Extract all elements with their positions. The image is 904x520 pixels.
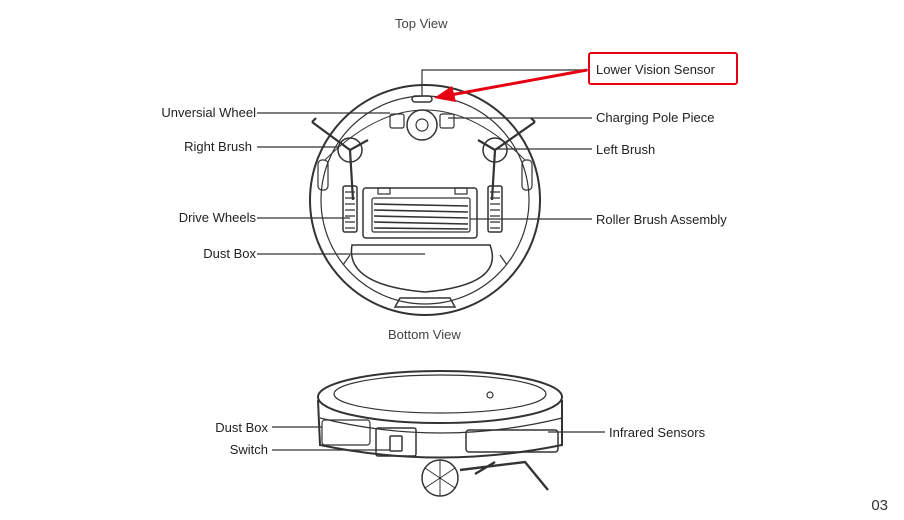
highlight-box xyxy=(588,52,738,85)
robot-body-outline xyxy=(309,84,541,316)
page-number: 03 xyxy=(871,497,888,514)
robot-side-body xyxy=(317,399,563,459)
charging-pole-left xyxy=(389,113,405,129)
infrared-sensor-window xyxy=(465,429,559,453)
label-roller-brush-assembly: Roller Brush Assembly xyxy=(596,212,727,227)
switch xyxy=(389,435,403,452)
drive-wheel-right xyxy=(487,185,503,233)
label-drive-wheels: Drive Wheels xyxy=(178,210,256,225)
drive-wheel-left xyxy=(342,185,358,233)
charging-pole-right xyxy=(439,113,455,129)
label-lower-vision-sensor: Lower Vision Sensor xyxy=(596,62,715,77)
roller-brush-assembly xyxy=(362,187,478,239)
label-right-brush: Right Brush xyxy=(184,139,252,154)
top-view-caption: Top View xyxy=(395,16,448,31)
label-universal-wheel: Unversial Wheel xyxy=(161,105,256,120)
dust-box xyxy=(350,244,494,293)
dust-box-side xyxy=(321,419,371,446)
label-left-brush: Left Brush xyxy=(596,142,656,157)
label-switch: Switch xyxy=(229,442,268,457)
label-dust-box-top: Dust Box xyxy=(203,246,256,261)
label-infrared-sensors: Infrared Sensors xyxy=(609,425,706,440)
bottom-view-caption: Bottom View xyxy=(388,327,461,342)
leader-lower-vision xyxy=(421,69,588,96)
robot-side-top xyxy=(317,370,563,424)
universal-wheel xyxy=(406,109,438,141)
highlight-arrow xyxy=(434,68,588,102)
label-dust-box-side: Dust Box xyxy=(215,420,268,435)
label-charging-pole-piece: Charging Pole Piece xyxy=(596,110,715,125)
switch-housing xyxy=(375,427,417,457)
